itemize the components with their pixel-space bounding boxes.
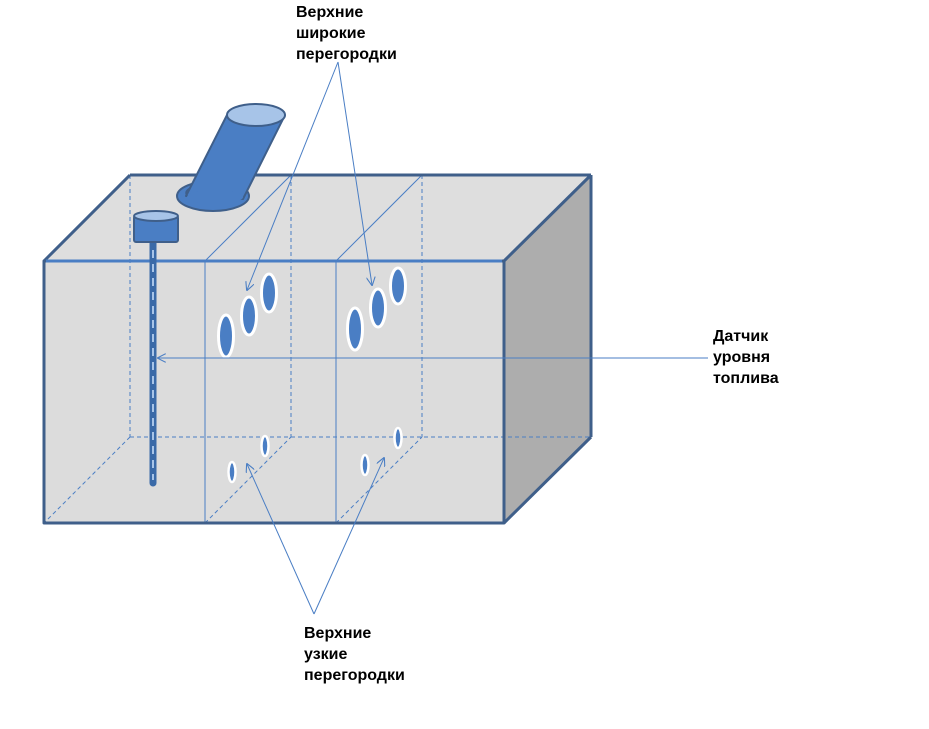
label-fuel-level-sensor: Датчик уровня топлива bbox=[713, 326, 779, 389]
wide-hole bbox=[260, 272, 278, 314]
callout-narrow-partitions bbox=[247, 458, 384, 615]
label-line: перегородки bbox=[296, 46, 397, 63]
label-line: широкие bbox=[296, 25, 366, 42]
wide-hole bbox=[346, 306, 364, 352]
arrow-to-left-wide-holes bbox=[247, 61, 339, 290]
callout-wide-partitions bbox=[247, 61, 372, 290]
tank-side-face bbox=[504, 175, 591, 523]
wide-hole bbox=[369, 287, 387, 329]
wide-holes-left bbox=[217, 272, 278, 359]
label-line: уровня bbox=[713, 349, 771, 366]
arrow-to-right-narrow-holes bbox=[313, 458, 384, 615]
label-upper-narrow-partitions: Верхние узкие перегородки bbox=[304, 623, 405, 686]
label-line: топлива bbox=[713, 370, 779, 387]
tank-hidden-edges bbox=[43, 175, 591, 524]
narrow-hole bbox=[360, 453, 370, 477]
partition-right bbox=[335, 174, 423, 524]
label-line: узкие bbox=[304, 646, 348, 663]
narrow-hole bbox=[260, 434, 270, 458]
label-line: перегородки bbox=[304, 667, 405, 684]
narrow-hole bbox=[393, 426, 403, 450]
label-line: Датчик bbox=[713, 328, 769, 345]
arrow-to-left-narrow-holes bbox=[247, 464, 315, 615]
label-line: Верхние bbox=[304, 625, 372, 642]
fuel-level-sensor bbox=[133, 210, 179, 487]
label-line: Верхние bbox=[296, 4, 364, 21]
wide-holes-right bbox=[346, 266, 407, 352]
sensor-head-icon bbox=[133, 210, 179, 243]
label-upper-wide-partitions: Верхние широкие перегородки bbox=[296, 2, 397, 65]
partition-left bbox=[204, 174, 292, 524]
narrow-hole bbox=[227, 460, 237, 484]
arrow-to-right-wide-holes bbox=[337, 61, 372, 285]
narrow-holes bbox=[227, 426, 403, 484]
wide-hole bbox=[389, 266, 407, 306]
filler-neck-icon bbox=[176, 103, 286, 212]
wide-hole bbox=[217, 313, 235, 359]
wide-hole bbox=[240, 295, 258, 337]
tank-top-face bbox=[44, 175, 591, 261]
